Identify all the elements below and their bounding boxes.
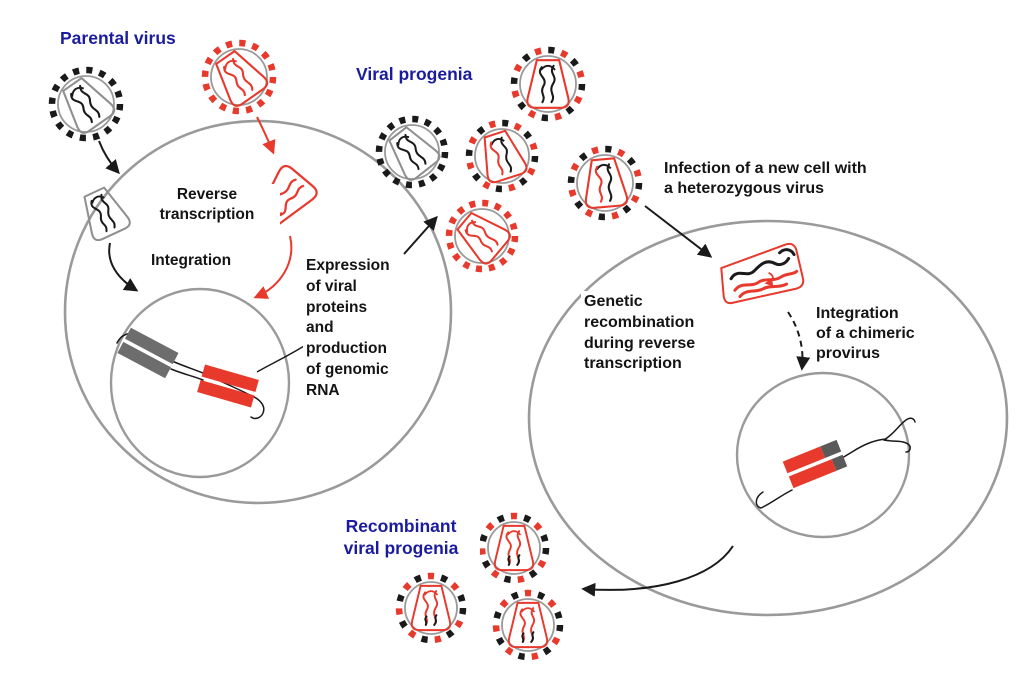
parental-virus-label: Parental virus bbox=[57, 26, 179, 51]
recombinant-viral-progenia-label: Recombinant viral progenia bbox=[322, 514, 480, 561]
virus-parental-black bbox=[48, 66, 124, 142]
virus-recombinant-2 bbox=[395, 572, 467, 644]
infection-new-cell-label: Infection of a new cell with a heterozyg… bbox=[661, 158, 870, 200]
viral-progenia-label: Viral progenia bbox=[353, 62, 476, 87]
arrow-entry-black bbox=[98, 140, 120, 175]
recombining-capsid bbox=[720, 242, 805, 305]
arrow-entry-red bbox=[256, 116, 276, 155]
provirus-black-parent bbox=[117, 327, 179, 379]
reverse-transcription-label: Reverse transcription bbox=[134, 184, 280, 227]
host-dna-right-1 bbox=[755, 489, 793, 509]
integration-chimeric-provirus-label: Integration of a chimeric provirus bbox=[813, 303, 918, 366]
arrow-integration-black bbox=[108, 242, 139, 292]
pointer-expression bbox=[256, 345, 305, 373]
virus-progeny-black bbox=[375, 115, 449, 189]
provirus-chimeric bbox=[782, 439, 848, 489]
arrow-infection bbox=[644, 205, 713, 258]
capsid-black-cytoplasm bbox=[83, 186, 131, 242]
arrow-chimeric-integration bbox=[787, 311, 811, 371]
virus-progeny-red bbox=[445, 199, 519, 273]
virus-parental-red bbox=[201, 39, 277, 115]
expression-viral-proteins-label: Expression of viral proteins and product… bbox=[303, 255, 393, 403]
host-dna-right-fork-b bbox=[883, 439, 911, 453]
arrow-budding bbox=[403, 215, 438, 255]
virus-progeny-het-top bbox=[510, 46, 586, 122]
arrow-integration-red bbox=[253, 235, 293, 299]
virus-recombinant-1 bbox=[478, 512, 550, 584]
provirus-red-parent bbox=[197, 364, 259, 408]
virus-heterozygous bbox=[567, 145, 643, 221]
virus-recombinant-3 bbox=[492, 589, 564, 661]
host-dna-left-2 bbox=[170, 368, 204, 381]
arrow-release bbox=[581, 545, 734, 597]
integration-label: Integration bbox=[148, 250, 235, 273]
host-dna-right-fork-a bbox=[883, 417, 916, 441]
genetic-recombination-label: Genetic recombination during reverse tra… bbox=[581, 291, 699, 377]
virus-progeny-het bbox=[465, 119, 539, 193]
